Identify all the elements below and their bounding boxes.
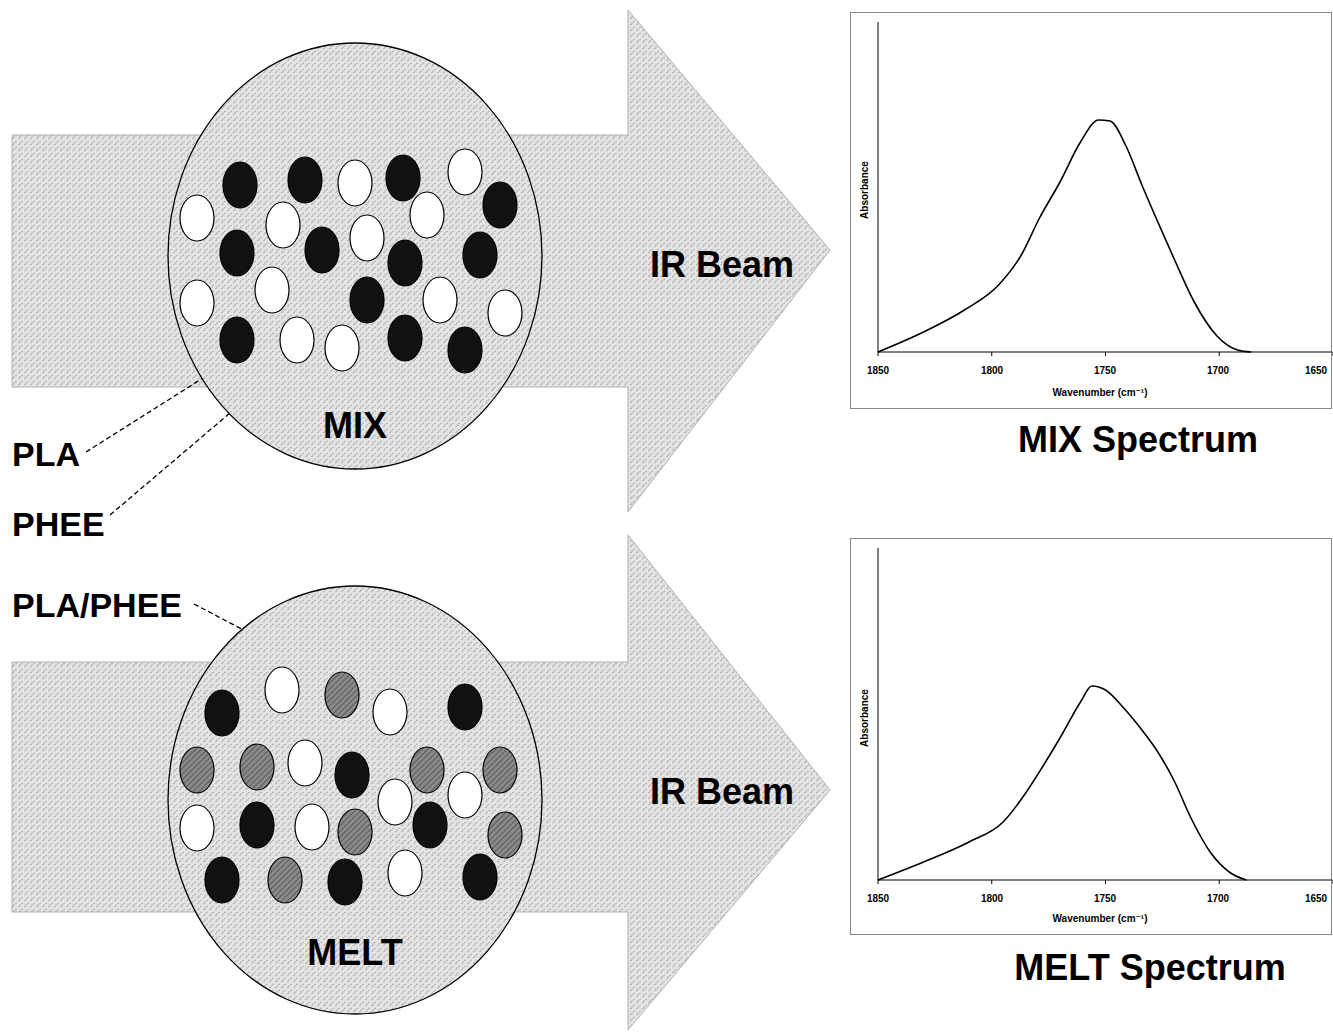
tick-label: 1850 (867, 365, 889, 376)
tick-mark (1105, 352, 1106, 356)
polymer-particle (410, 747, 444, 793)
polymer-particle (488, 812, 522, 858)
polymer-particle (388, 315, 422, 361)
tick-mark (991, 352, 992, 356)
tick-label: 1800 (981, 365, 1003, 376)
tick-label: 1700 (1207, 365, 1229, 376)
y-axis (878, 22, 879, 352)
tick-label: 1850 (867, 893, 889, 904)
spectrum-curve (878, 686, 1247, 880)
spectrum-chart (851, 13, 1333, 409)
polymer-particle (255, 267, 289, 313)
polymer-particle (280, 317, 314, 363)
polymer-particle (386, 155, 420, 201)
polymer-particle (338, 809, 372, 855)
polymer-particle (205, 857, 239, 903)
polymer-particle (448, 684, 482, 730)
polymer-particle (388, 850, 422, 896)
sample-label: MELT (167, 932, 543, 974)
polymer-particle (410, 192, 444, 238)
spectrum-curve (878, 120, 1251, 352)
axis-title: Absorbance (859, 161, 870, 219)
spectrum-chart (851, 539, 1333, 935)
polymer-particle (325, 672, 359, 718)
tick-label: 1650 (1305, 365, 1327, 376)
axis-title: Wavenumber (cm⁻¹) (1053, 387, 1148, 398)
polymer-particle (295, 804, 329, 850)
material-label: PLA (12, 436, 80, 473)
polymer-particle (180, 747, 214, 793)
tick-mark (1219, 352, 1220, 356)
polymer-particle (413, 802, 447, 848)
polymer-particle (448, 327, 482, 373)
polymer-particle (268, 857, 302, 903)
tick-label: 1750 (1094, 365, 1116, 376)
polymer-particle (180, 280, 214, 326)
sample-circle: MELT (167, 585, 543, 1015)
polymer-particle (338, 160, 372, 206)
polymer-particle (463, 854, 497, 900)
material-label: PLA/PHEE (12, 587, 182, 624)
polymer-particle (205, 690, 239, 736)
y-axis (878, 548, 879, 880)
polymer-particle (266, 202, 300, 248)
tick-label: 1700 (1207, 893, 1229, 904)
sample-label: MIX (167, 405, 543, 447)
tick-mark (1105, 880, 1106, 884)
tick-label: 1800 (981, 893, 1003, 904)
polymer-particle (180, 805, 214, 851)
polymer-particle (488, 290, 522, 336)
tick-mark (991, 880, 992, 884)
polymer-particle (220, 230, 254, 276)
chart-frame (851, 539, 1332, 935)
polymer-particle (240, 744, 274, 790)
polymer-particle (325, 325, 359, 371)
polymer-particle (335, 752, 369, 798)
polymer-particle (378, 779, 412, 825)
polymer-particle (423, 277, 457, 323)
polymer-particle (328, 859, 362, 905)
ir-beam-arrow (12, 535, 830, 1030)
beam-label: IR Beam (650, 245, 794, 285)
polymer-particle (288, 740, 322, 786)
axis-title: Absorbance (859, 689, 870, 747)
polymer-particle (350, 277, 384, 323)
polymer-particle (350, 215, 384, 261)
polymer-particle (463, 232, 497, 278)
tick-mark (1219, 880, 1220, 884)
polymer-particle (483, 747, 517, 793)
axis-title: Wavenumber (cm⁻¹) (1053, 913, 1148, 924)
polymer-particle (483, 182, 517, 228)
circle-outline (168, 43, 542, 469)
polymer-particle (448, 772, 482, 818)
polymer-particle (373, 689, 407, 735)
circle-outline (168, 586, 542, 1014)
polymer-particle (240, 802, 274, 848)
material-label: PHEE (12, 506, 105, 543)
beam-label: IR Beam (650, 772, 794, 812)
polymer-particle (288, 157, 322, 203)
polymer-particle (265, 667, 299, 713)
chart-frame (851, 13, 1332, 409)
polymer-particle (220, 317, 254, 363)
polymer-particle (305, 227, 339, 273)
ir-beam-arrow (12, 10, 830, 512)
chart-title: MELT Spectrum (1014, 948, 1285, 988)
chart-title: MIX Spectrum (1018, 420, 1258, 460)
sample-circle: MIX (167, 42, 543, 470)
tick-label: 1750 (1094, 893, 1116, 904)
tick-label: 1650 (1305, 893, 1327, 904)
polymer-particle (223, 162, 257, 208)
polymer-particle (180, 195, 214, 241)
polymer-particle (448, 149, 482, 195)
polymer-particle (388, 240, 422, 286)
